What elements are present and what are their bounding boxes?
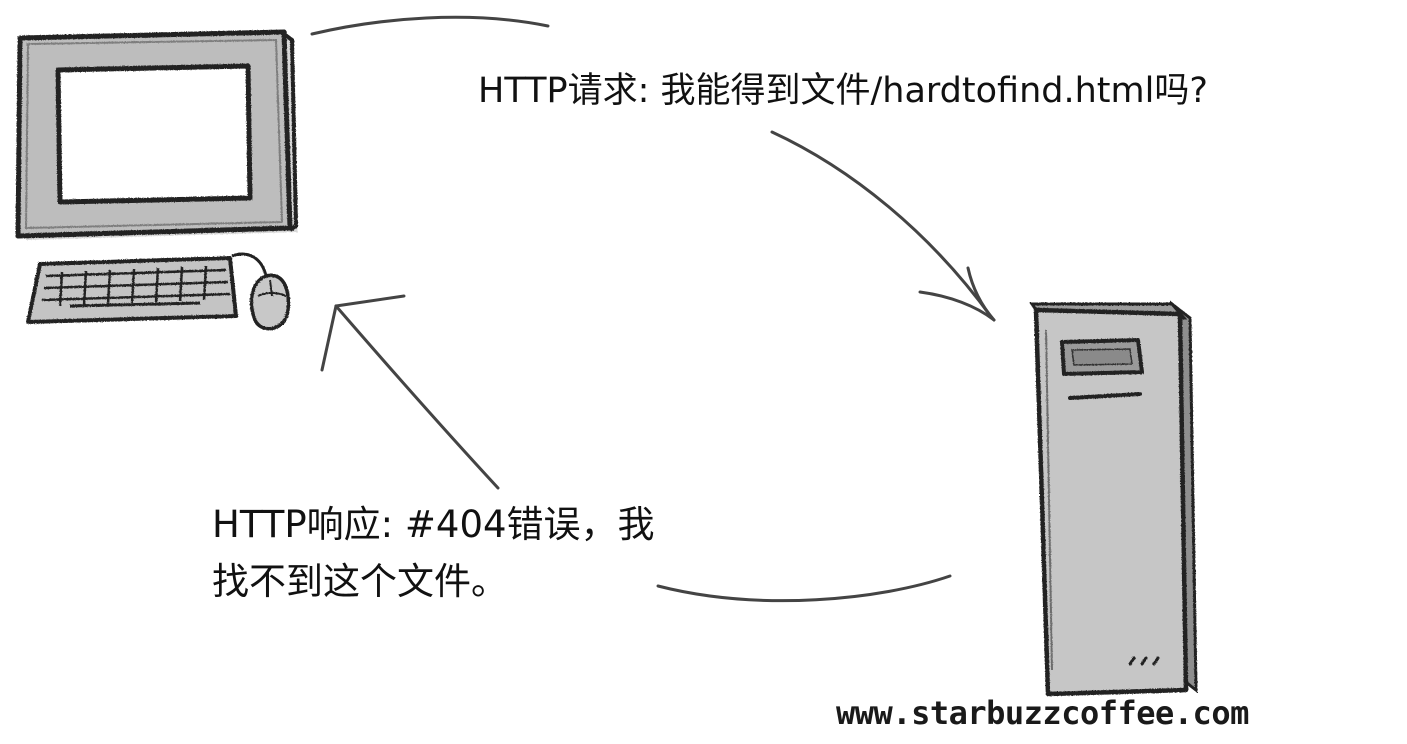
response-label: HTTP响应: #404错误，我 找不到这个文件。 xyxy=(212,496,655,611)
request-arrow xyxy=(770,130,996,322)
mouse-icon xyxy=(231,252,291,331)
response-arrow xyxy=(320,294,500,490)
keyboard-icon xyxy=(26,256,238,324)
request-text: HTTP请求: 我能得到文件/hardtofind.html吗? xyxy=(478,71,1208,111)
response-line-2: 找不到这个文件。 xyxy=(212,560,508,604)
server-url: www.starbuzzcoffee.com xyxy=(836,694,1249,732)
server-icon xyxy=(1029,300,1198,697)
response-arc-stroke xyxy=(656,574,952,603)
response-line-1: HTTP响应: #404错误，我 xyxy=(212,503,655,546)
computer-icon xyxy=(15,29,299,240)
request-arc-stroke xyxy=(310,15,550,36)
request-label: HTTP请求: 我能得到文件/hardtofind.html吗? xyxy=(478,64,1208,118)
